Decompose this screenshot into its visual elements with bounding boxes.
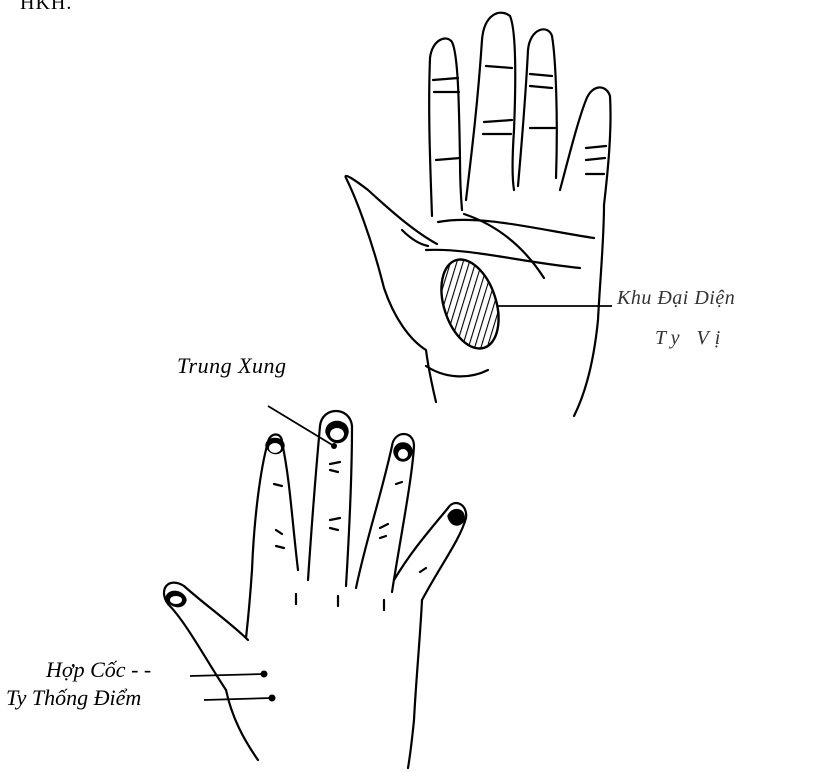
back-fingernails	[166, 422, 464, 607]
back-ring-finger	[356, 446, 414, 592]
palm-thumb-crease	[402, 230, 428, 246]
palm-middle-finger	[466, 13, 515, 200]
back-index-finger	[246, 442, 298, 638]
label-ty-thong-diem: Ty Thống Điểm	[6, 685, 141, 711]
stomach-zone-hatched-area	[431, 252, 509, 356]
label-ty-vi: Ty Vị	[655, 327, 726, 350]
little-nail	[448, 510, 464, 525]
palm-hand	[346, 13, 611, 416]
ty-thong-diem-point	[269, 695, 276, 702]
back-hand-left-edge	[226, 690, 258, 760]
palm-index-finger	[429, 39, 462, 216]
label-khu-dai-dien: Khu Đại Diện	[617, 287, 735, 310]
trung-xung-point	[331, 443, 337, 449]
palm-crease-heart	[438, 220, 594, 238]
hop-coc-leader-line	[190, 674, 264, 676]
back-hand-right-edge	[408, 600, 422, 768]
palm-thumb	[346, 176, 437, 402]
hop-coc-point	[261, 671, 268, 678]
ty-thong-diem-leader-line	[204, 698, 272, 700]
back-middle-finger	[308, 426, 352, 586]
label-hop-coc: Hợp Cốc - -	[46, 657, 151, 683]
palm-wrist-inner	[426, 366, 488, 376]
label-trung-xung: Trung Xung	[177, 353, 287, 379]
back-knuckle-marks	[296, 594, 384, 610]
palm-ring-finger	[518, 29, 557, 186]
back-hand	[164, 411, 466, 768]
